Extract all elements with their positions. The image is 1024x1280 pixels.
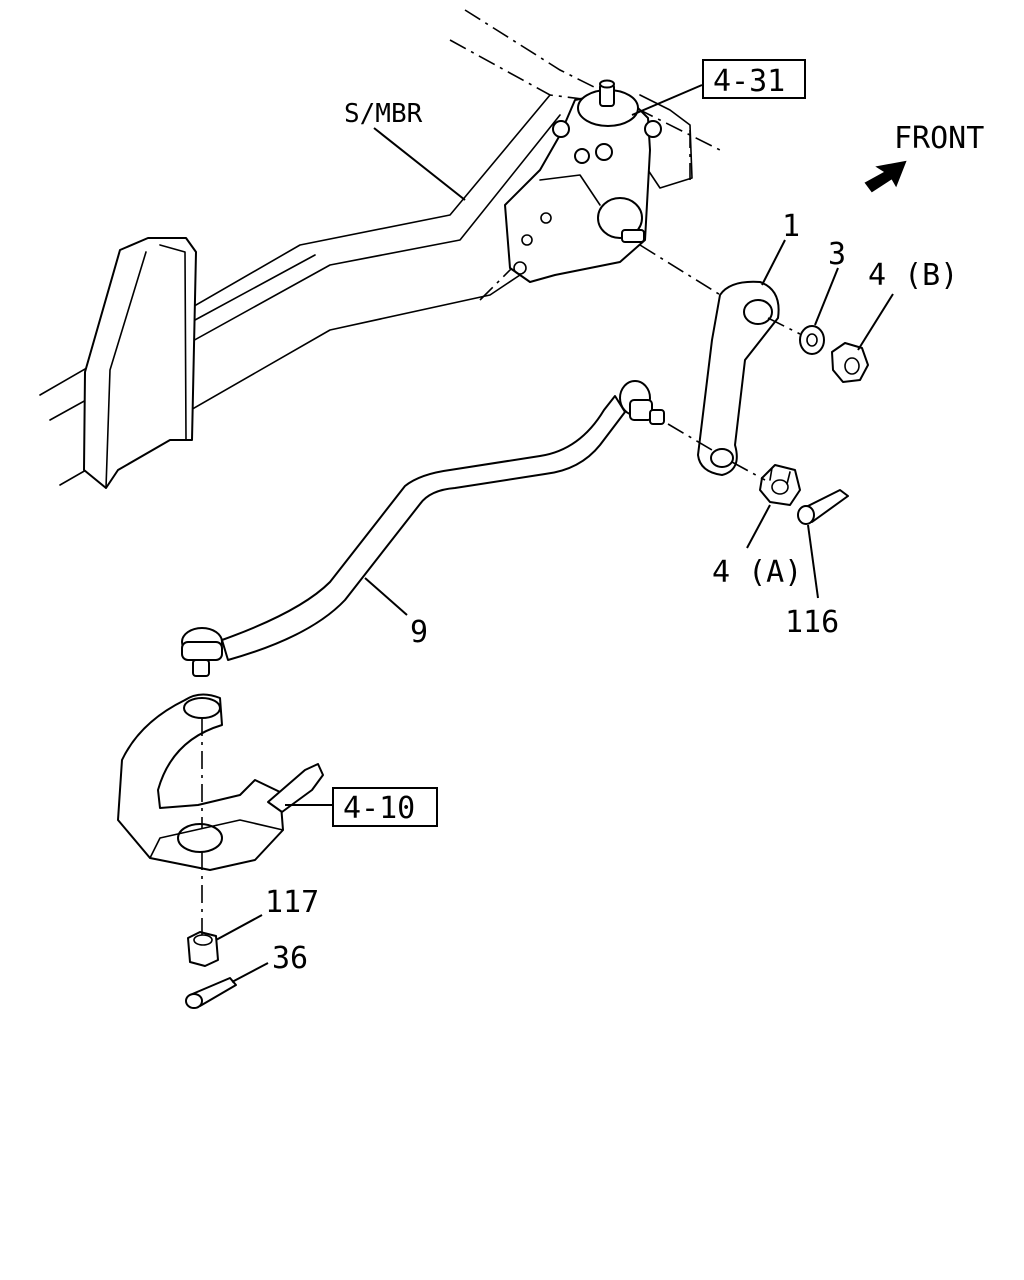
cotter-pin-36 [185, 977, 237, 1009]
side-member-frame [39, 9, 721, 489]
nut-4b [831, 342, 869, 383]
castle-nut-117 [187, 931, 219, 967]
ref-label-4-31: 4-31 [713, 64, 785, 99]
pitman-arm [697, 280, 780, 476]
center-lines [201, 244, 801, 935]
cotter-pin-116 [797, 489, 849, 525]
castle-nut-4a [759, 464, 801, 506]
drag-link [181, 380, 665, 677]
part-label-9: 9 [410, 615, 428, 650]
ref-box-4-31 [702, 59, 806, 99]
part-label-3: 3 [828, 237, 846, 272]
part-label-1: 1 [782, 209, 800, 244]
part-label-4a: 4 (A) [712, 555, 802, 590]
washer [799, 325, 825, 355]
steering-gear-box [504, 79, 662, 283]
knuckle-arm [117, 693, 324, 871]
part-label-116: 116 [785, 605, 839, 640]
part-label-36: 36 [272, 941, 308, 976]
part-label-117: 117 [265, 885, 319, 920]
leader-lines [215, 84, 894, 983]
side-member-label: S/MBR [344, 99, 423, 129]
ref-label-4-10: 4-10 [343, 791, 415, 826]
ref-box-4-10 [332, 787, 438, 827]
front-direction-arrow [864, 160, 907, 193]
part-label-4b: 4 (B) [868, 258, 958, 293]
front-label: FRONT [894, 121, 984, 156]
